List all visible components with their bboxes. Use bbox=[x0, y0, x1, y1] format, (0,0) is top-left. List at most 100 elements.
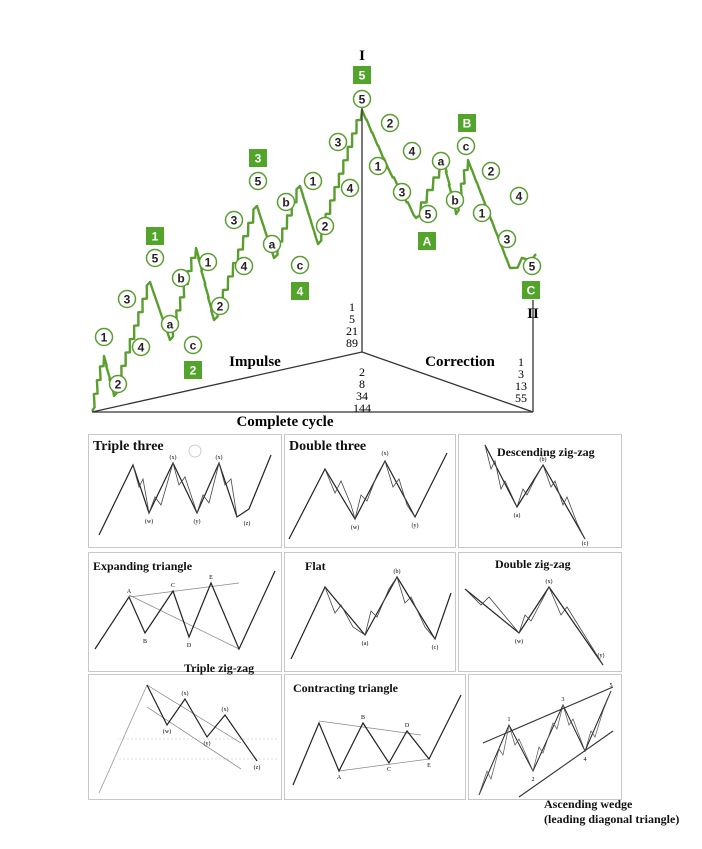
wave-label: D bbox=[187, 643, 192, 649]
panel-expanding-triangle: Expanding triangle A B C D E bbox=[88, 552, 282, 672]
correction-number: 1 bbox=[518, 355, 524, 369]
impulse-label: Impulse bbox=[229, 354, 281, 370]
expanding-triangle-chart: A B C D E bbox=[94, 570, 276, 651]
wave-label: (x) bbox=[216, 454, 223, 461]
wave-label: (y) bbox=[194, 518, 201, 525]
wave-label: (z) bbox=[244, 520, 251, 527]
wave-circle-label: 4 bbox=[516, 190, 523, 204]
wave-circle-marker: 5 bbox=[522, 256, 542, 276]
wave-label: C bbox=[171, 583, 175, 589]
wave-circle-marker: 4 bbox=[234, 256, 254, 276]
wave-box-marker: B bbox=[458, 114, 476, 132]
wave-label: C bbox=[387, 767, 391, 773]
wave-circle-label: 1 bbox=[310, 175, 317, 189]
wave-circle-marker: c bbox=[456, 136, 476, 156]
panel-double-three: Double three (w) (x) (y) bbox=[284, 434, 456, 548]
wave-circle-marker: 1 bbox=[94, 327, 114, 347]
correction-number: 13 bbox=[515, 379, 527, 393]
wave-circle-label: a bbox=[269, 238, 276, 252]
wave-circle-marker: a bbox=[160, 314, 180, 334]
wave-circle-label: c bbox=[463, 140, 470, 154]
wave-circle-label: 2 bbox=[387, 117, 394, 131]
trough-label: II bbox=[527, 306, 539, 322]
wave-label: (x) bbox=[382, 450, 389, 457]
wave-circle-label: 5 bbox=[529, 260, 536, 274]
wave-label: 5 bbox=[610, 683, 613, 689]
elliott-cycle-diagram: 12345abc12345abc1234512345abc1234512345A… bbox=[91, 48, 542, 430]
correction-number: 55 bbox=[515, 391, 527, 405]
wave-label: 2 bbox=[532, 777, 535, 783]
wave-circle-label: 4 bbox=[138, 341, 145, 355]
wave-circle-label: 5 bbox=[255, 175, 262, 189]
wave-circle-label: 5 bbox=[425, 208, 432, 222]
wave-circle-marker: b bbox=[171, 268, 191, 288]
panel-triple-zigzag: (w) (x) (y) (x) (z) bbox=[88, 674, 282, 800]
panel-title: Expanding triangle bbox=[93, 559, 193, 573]
wave-circle-marker: 5 bbox=[248, 171, 268, 191]
wave-label: (b) bbox=[540, 456, 547, 463]
panel-flat: Flat (a) (b) (c) bbox=[284, 552, 456, 672]
wave-label: (x) bbox=[222, 706, 229, 713]
wave-circle-label: 1 bbox=[101, 331, 108, 345]
impulse-number: 5 bbox=[349, 312, 355, 326]
wave-circle-label: 4 bbox=[347, 182, 354, 196]
cycle-axes bbox=[91, 108, 534, 413]
wave-label: (x) bbox=[546, 578, 553, 585]
wave-circle-label: 3 bbox=[124, 293, 131, 307]
panel-double-zigzag: Double zig-zag (w) (x) (y) bbox=[458, 552, 622, 672]
wave-box-label: B bbox=[463, 117, 472, 131]
ascending-wedge-subtitle: (leading diagonal triangle) bbox=[544, 812, 680, 826]
wave-circle-label: 1 bbox=[205, 256, 212, 270]
wave-circle-label: a bbox=[167, 318, 174, 332]
wave-label: B bbox=[361, 715, 365, 721]
panel-title: Double zig-zag bbox=[495, 557, 571, 571]
wave-circle-marker: 4 bbox=[402, 141, 422, 161]
wave-label: 3 bbox=[562, 697, 565, 703]
wave-circle-marker: b bbox=[276, 192, 296, 212]
wave-box-marker: C bbox=[522, 281, 540, 299]
wave-label: (x) bbox=[182, 690, 189, 697]
wave-circle-label: b bbox=[177, 272, 184, 286]
wave-box-label: A bbox=[423, 235, 432, 249]
wave-label: (y) bbox=[598, 652, 605, 659]
correction-label: Correction bbox=[425, 354, 495, 370]
wave-box-label: 5 bbox=[359, 69, 366, 83]
complete-number: 144 bbox=[353, 401, 371, 415]
panel-title: Double three bbox=[289, 439, 367, 454]
wave-circle-marker: b bbox=[445, 190, 465, 210]
wave-label: (w) bbox=[145, 518, 153, 525]
wave-circle-label: c bbox=[190, 339, 197, 353]
wave-label: (c) bbox=[582, 540, 589, 547]
wave-box-marker: 3 bbox=[249, 149, 267, 167]
wave-circle-label: 5 bbox=[152, 252, 159, 266]
impulse-number: 21 bbox=[346, 324, 358, 338]
ascending-wedge-chart: 1 2 3 4 5 bbox=[478, 683, 614, 798]
wave-label: (w) bbox=[351, 524, 359, 531]
wave-label: (a) bbox=[362, 640, 369, 647]
wave-circle-label: 4 bbox=[409, 145, 416, 159]
wave-box-marker: 2 bbox=[184, 361, 202, 379]
wave-circle-label: 5 bbox=[359, 93, 366, 107]
panel-title: Triple three bbox=[93, 439, 164, 454]
wave-circle-label: a bbox=[438, 155, 445, 169]
complete-number: 34 bbox=[356, 389, 368, 403]
wave-label: E bbox=[209, 575, 213, 581]
wave-label: (w) bbox=[515, 638, 523, 645]
wave-circle-label: 3 bbox=[335, 136, 342, 150]
peak-label: I bbox=[359, 48, 365, 64]
wave-circle-label: 1 bbox=[479, 207, 486, 221]
wave-label: (a) bbox=[514, 512, 521, 519]
wave-circle-marker: 2 bbox=[108, 374, 128, 394]
impulse-number: 1 bbox=[349, 300, 355, 314]
triple-zigzag-title: Triple zig-zag bbox=[184, 661, 255, 675]
wave-circle-marker: c bbox=[183, 335, 203, 355]
wave-label: E bbox=[427, 763, 431, 769]
triple-three-chart: (w) (x) (y) (x) (z) bbox=[98, 444, 272, 536]
wave-box-label: 4 bbox=[297, 285, 304, 299]
wave-box-marker: 1 bbox=[146, 227, 164, 245]
wave-circle-label: b bbox=[282, 196, 289, 210]
wave-circle-label: 3 bbox=[399, 186, 406, 200]
impulse-number: 89 bbox=[346, 336, 358, 350]
complete-cycle-label: Complete cycle bbox=[236, 414, 333, 430]
wave-circle-label: 2 bbox=[115, 378, 122, 392]
